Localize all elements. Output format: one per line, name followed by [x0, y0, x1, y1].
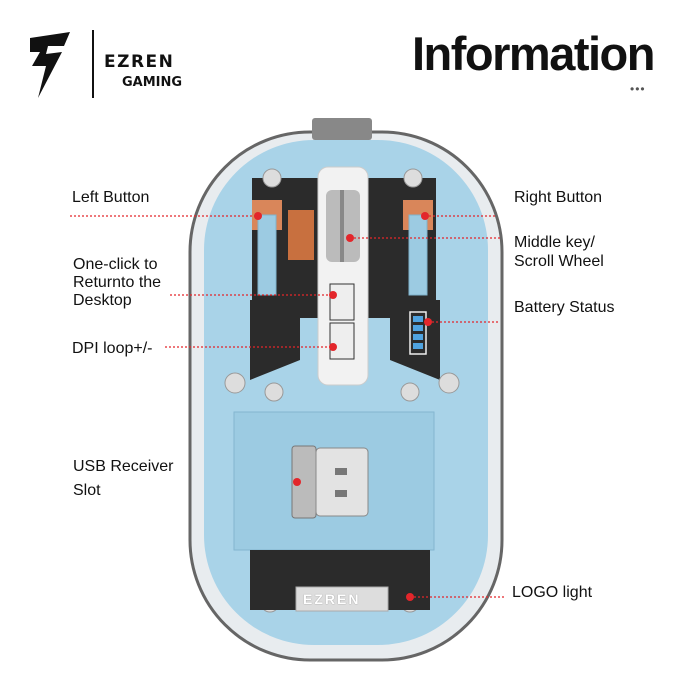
marker-dots [254, 212, 432, 601]
page-title: Information [412, 27, 655, 80]
right-button-arm [408, 214, 428, 296]
logo-plate [295, 586, 389, 612]
label-left-button: Left Button [72, 189, 150, 206]
logo-plate-text: EZREN [303, 591, 361, 607]
dpi-button [329, 322, 355, 360]
label-right-button: Right Button [514, 189, 603, 206]
left-button-arm [257, 214, 277, 296]
desktop-button [329, 283, 355, 321]
brand-logo-icon [30, 30, 94, 98]
label-logo-light: LOGO light [512, 584, 593, 601]
label-usb-receiver: USB Receiver [73, 458, 174, 475]
label-battery: Battery Status [514, 299, 615, 316]
encoder [288, 210, 314, 260]
label-scroll-wheel: Scroll Wheel [514, 253, 604, 270]
leader-lines [70, 215, 505, 598]
brand-name: EZREN [104, 52, 175, 72]
label-dpi: DPI loop+/- [72, 340, 153, 357]
label-one-click-2: Returnto the [73, 274, 162, 291]
brand-subtitle: GAMING [122, 75, 183, 90]
title-ellipsis: ••• [630, 82, 646, 96]
pcb-lower-left [250, 300, 300, 380]
battery-indicator-icon [409, 311, 427, 355]
label-one-click-3: Desktop [73, 292, 132, 309]
usb-plug [315, 447, 369, 517]
top-connector [312, 118, 372, 140]
label-middle-key: Middle key/ [514, 234, 595, 251]
label-one-click: One-click to [73, 256, 158, 273]
label-usb-slot: Slot [73, 482, 101, 499]
